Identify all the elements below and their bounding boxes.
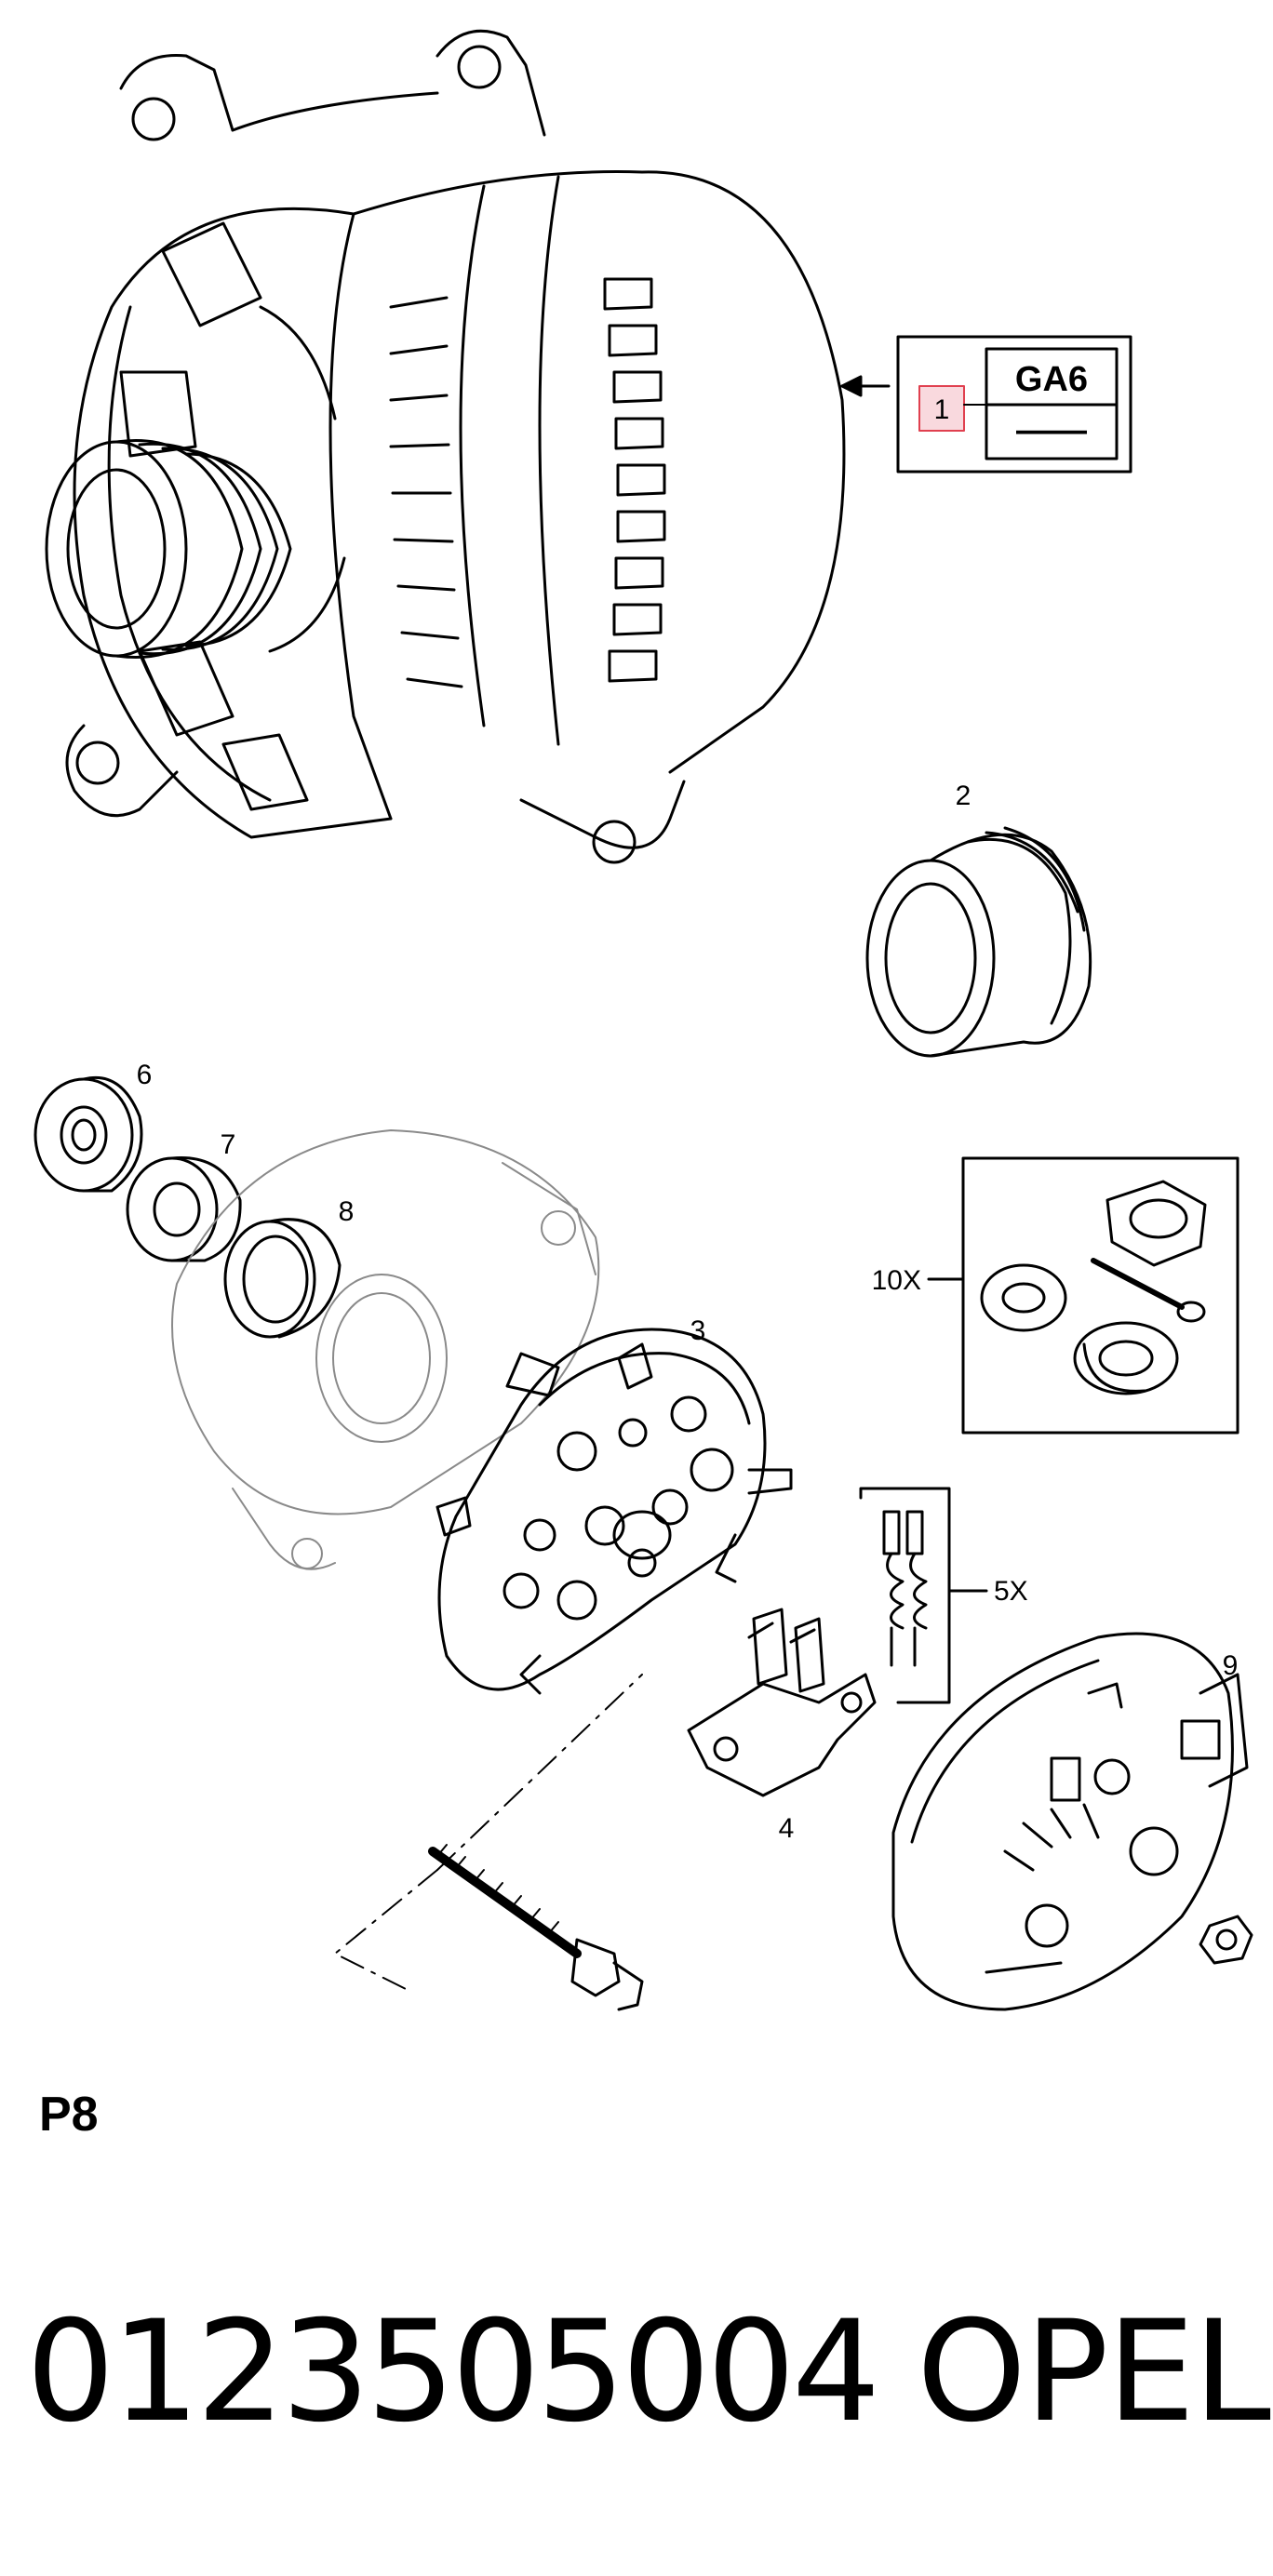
through-bolt <box>334 1674 644 2011</box>
section-label: P8 <box>39 2088 99 2142</box>
callout-3: 3 <box>690 1315 706 1346</box>
part-number: 0123505004 <box>26 2291 880 2453</box>
rectifier-plate-3: 3 <box>436 1315 793 1695</box>
bearing-7: 7 <box>126 1129 242 1262</box>
callout-10x: 10X <box>872 1265 921 1296</box>
pulley-part: 2 <box>865 781 1092 1058</box>
highlight-box-item-1 <box>918 385 965 432</box>
callout-2: 2 <box>956 781 972 811</box>
model-code-label: GA6 <box>1015 360 1088 399</box>
callout-7: 7 <box>221 1129 236 1160</box>
brushes-5x: 5X <box>859 1487 1028 1704</box>
brand-name: OPEL <box>917 2291 1271 2453</box>
callout-4: 4 <box>779 1813 795 1844</box>
reference-box: 1 GA6 —— <box>840 335 1132 474</box>
callout-1: 1 <box>934 394 950 425</box>
ring-8: 8 <box>223 1196 355 1339</box>
footer-caption: 0123505004 OPEL <box>0 2298 1273 2447</box>
model-code-value: —— <box>1016 411 1087 450</box>
bearing-6: 6 <box>34 1060 153 1193</box>
voltage-regulator-4: 4 <box>687 1608 877 1844</box>
callout-9: 9 <box>1223 1650 1239 1681</box>
drive-end-frame-faded <box>171 1129 600 1570</box>
callout-5x: 5X <box>994 1576 1028 1607</box>
end-cover-9: 9 <box>891 1632 1253 2011</box>
kit-10x: 10X <box>872 1156 1240 1435</box>
alternator-assembly <box>45 29 846 864</box>
callout-6: 6 <box>137 1060 153 1090</box>
callout-8: 8 <box>339 1196 355 1227</box>
